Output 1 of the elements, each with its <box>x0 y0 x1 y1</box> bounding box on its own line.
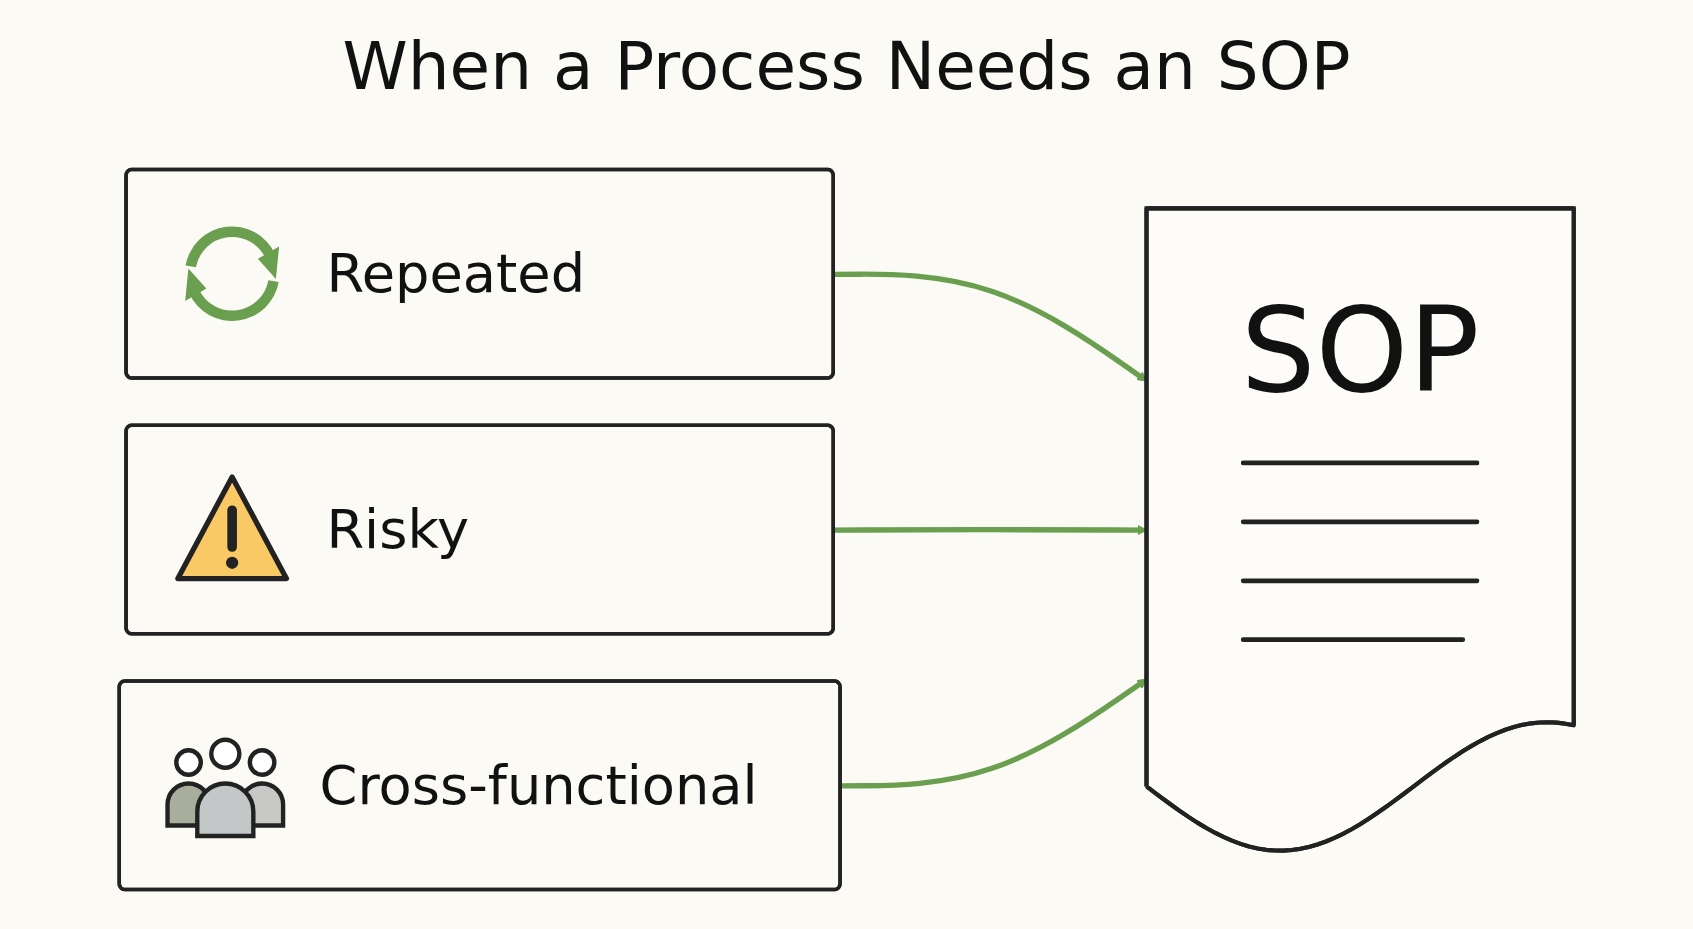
title: When a Process Needs an SOP <box>341 28 1352 105</box>
